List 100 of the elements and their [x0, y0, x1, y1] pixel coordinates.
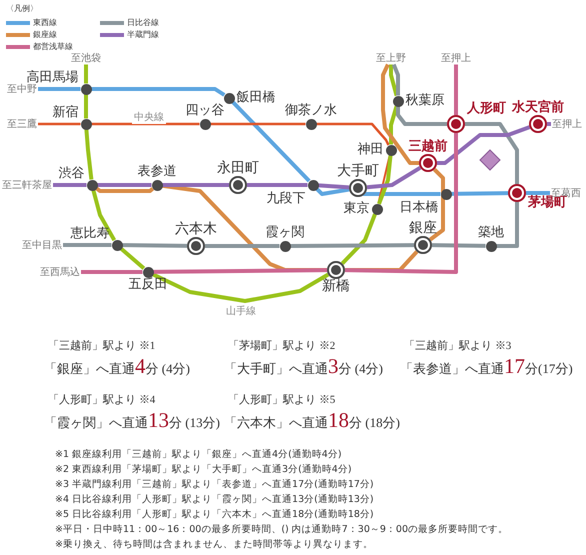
station-name: 渋谷 [58, 166, 84, 181]
rail-line [153, 268, 328, 274]
rail-line [316, 122, 390, 146]
station-name: 茅場町 [528, 196, 567, 210]
footnote: ※4 日比谷線利用「人形町」駅より「霞ヶ関」へ直通13分(通勤時13分) [55, 495, 374, 506]
direction-label: 至三軒茶屋 [2, 180, 52, 190]
station-name: 神田 [358, 142, 384, 158]
station-name: 四ッ谷 [186, 104, 224, 118]
station [409, 220, 437, 254]
footnote: ※3 半蔵門線利用「三越前」駅より「表参道」へ直通17分(通勤時17分) [55, 480, 374, 491]
rail-line [81, 270, 142, 274]
direction-label: 至三鷹 [7, 118, 37, 130]
station [266, 226, 304, 252]
rail-line [231, 100, 311, 182]
station [447, 102, 506, 133]
origin-station-note: 「茅場町」駅より ※2 [228, 340, 336, 353]
rail-line [162, 183, 229, 187]
rail-line [247, 183, 308, 187]
station [408, 140, 448, 172]
station [186, 104, 224, 130]
station-name: 恵比寿 [70, 226, 110, 241]
rail-line [340, 213, 377, 265]
station [52, 106, 92, 130]
rail-line [366, 166, 422, 190]
rail-line [451, 191, 508, 196]
rail-line [381, 64, 419, 165]
rail-line [389, 64, 399, 96]
legend-label: 日比谷線 [127, 17, 159, 28]
rail-line [318, 183, 350, 190]
rail-line [389, 106, 398, 144]
station [358, 142, 396, 158]
rail-line [429, 168, 445, 242]
footnote: ※5 日比谷線利用「人形町」駅より「六本木」へ直通18分(通勤時18分) [55, 510, 374, 521]
station-name: 大手町 [337, 164, 379, 179]
edge-label: 山手線 [224, 304, 258, 318]
footnote: ※1 銀座線利用「三越前」駅より「銀座」へ直通4分(通勤時4分) [55, 450, 342, 461]
rail-line [91, 190, 116, 242]
station [392, 94, 444, 108]
footnote: ※乗り換え、待ち時間は含まれません、また時間帯等より異なります。 [55, 540, 373, 551]
rail-line [53, 183, 86, 187]
station-name: 水天宮前 [512, 100, 564, 115]
station [224, 90, 276, 106]
travel-time: 「霞ヶ関」へ直通13分 (13分) [44, 408, 220, 432]
station-name: 御茶ノ水 [285, 104, 337, 118]
rail-line [205, 244, 280, 248]
rail-line [454, 64, 458, 115]
station [70, 226, 122, 250]
rail-line [84, 129, 94, 180]
direction-label: 至押上 [441, 52, 471, 64]
direction-label: 至西馬込 [40, 266, 80, 278]
edge-label: 中央線 [132, 110, 166, 124]
legend-label: 東西線 [33, 17, 57, 28]
rail-line [120, 247, 146, 270]
rail-line [315, 187, 350, 196]
legend-label: 半蔵門線 [127, 29, 159, 40]
rail-line [360, 192, 440, 197]
station-name: 飯田橋 [236, 90, 276, 106]
legend-label: 都営浅草線 [33, 41, 73, 52]
station-name: 新宿 [52, 106, 78, 120]
station [217, 160, 259, 194]
origin-station-note: 「人形町」駅より ※4 [48, 394, 156, 407]
origin-station-note: 「三越前」駅より ※3 [404, 340, 512, 353]
direction-label: 至池袋 [71, 52, 101, 64]
rail-line [526, 191, 550, 195]
rail-line [396, 106, 447, 126]
rail-line [38, 87, 80, 91]
station-name: 高田馬場 [26, 70, 78, 84]
station [128, 266, 168, 292]
station-name: 六本木 [175, 222, 217, 237]
station [175, 222, 217, 255]
travel-time: 「六本木」へ直通18分 (18分) [224, 408, 400, 432]
station-name: 九段下 [266, 192, 306, 206]
station-name: 日本橋 [400, 200, 438, 215]
station [58, 166, 98, 190]
rail-line [152, 272, 330, 303]
rail-line [84, 94, 88, 118]
direction-label: 至中野 [7, 84, 37, 94]
travel-time: 「銀座」へ直通4分 (4分) [44, 354, 190, 378]
station-name: 永田町 [217, 160, 259, 176]
station [138, 165, 176, 190]
station-name: 人形町 [467, 102, 506, 116]
rail-line [465, 122, 519, 184]
travel-time: 「表参道」へ直通17分(17分) [400, 354, 573, 378]
footnote: ※平日・日中時11：00～16：00の最多所要時間、() 内は通勤時7：30～9：00の最多所要時間です。 [55, 525, 508, 536]
location-marker [479, 149, 501, 171]
rail-line [392, 64, 400, 96]
station-name: 五反田 [128, 278, 168, 292]
station [285, 104, 337, 130]
direction-label: 至押上 [552, 118, 582, 130]
direction-label: 至上野 [376, 52, 406, 64]
rail-line [95, 186, 154, 193]
rail-line [122, 243, 188, 248]
rail-line [92, 122, 200, 126]
station-name: 新橋 [322, 279, 350, 294]
station [344, 202, 382, 216]
station-name: 東京 [344, 202, 370, 216]
rail-line [98, 183, 152, 187]
station-name: 銀座 [409, 220, 437, 236]
station [266, 180, 318, 206]
station-name: 築地 [478, 226, 504, 240]
